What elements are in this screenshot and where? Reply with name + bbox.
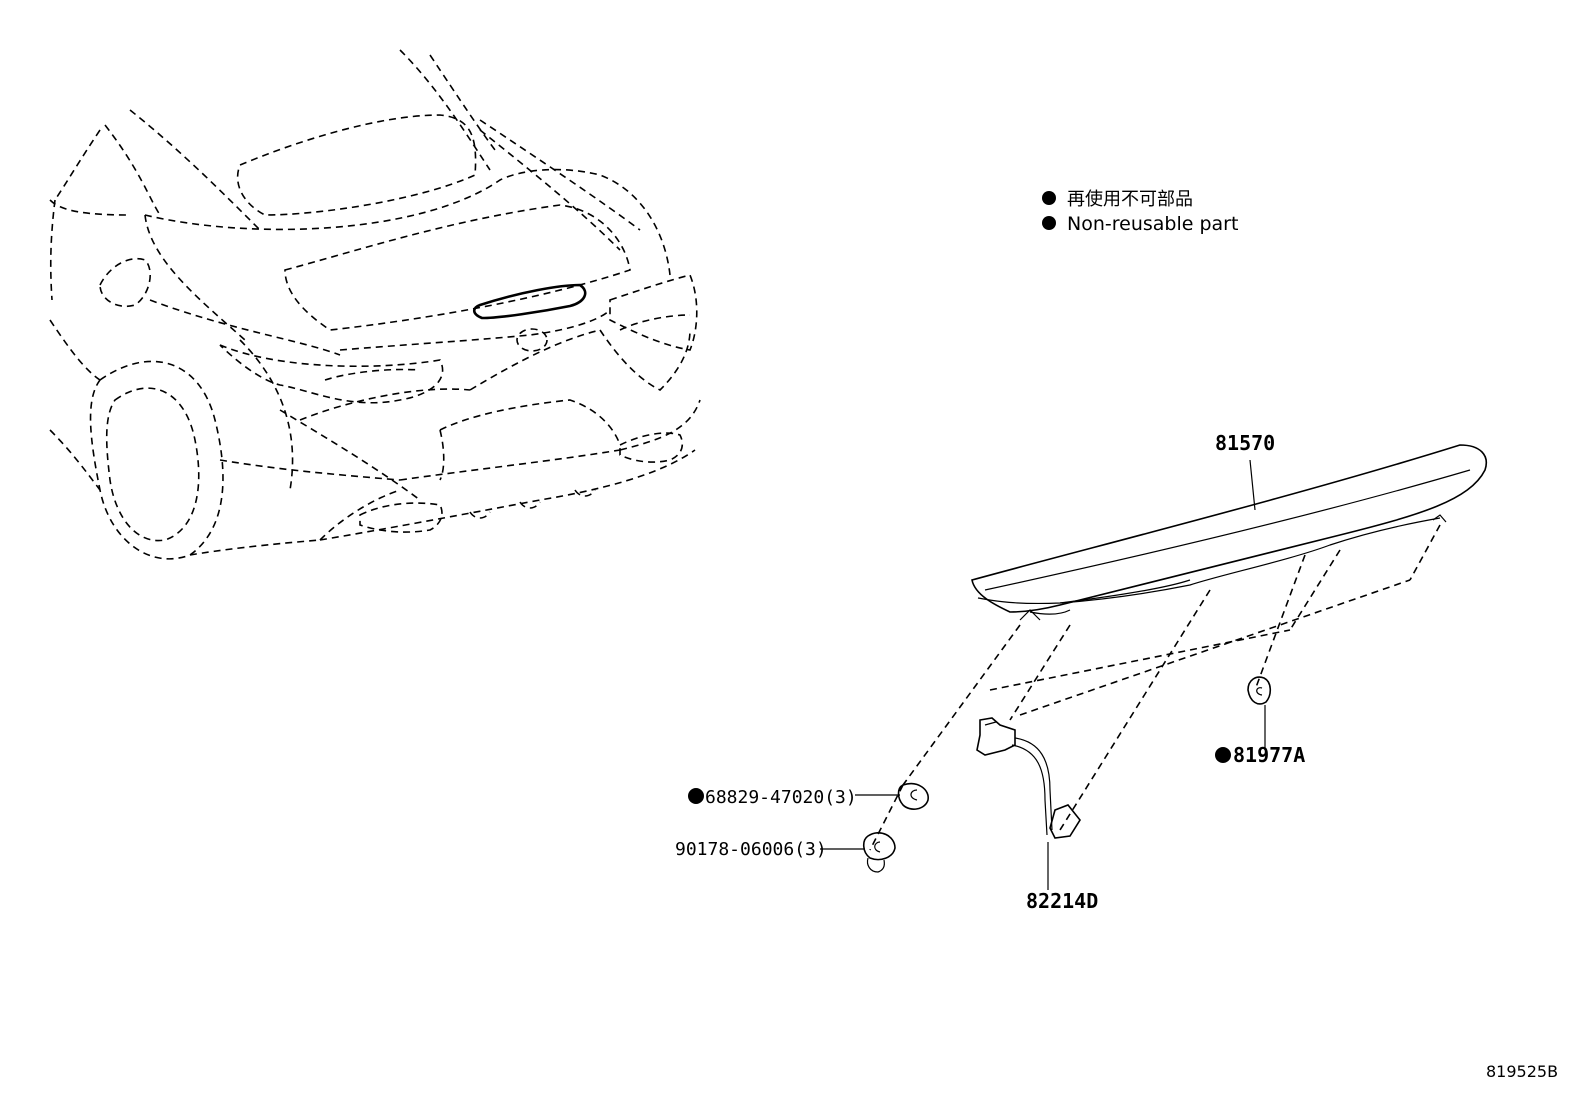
legend-english: Non-reusable part: [1067, 213, 1238, 235]
non-reusable-marker-icon: [1215, 747, 1231, 763]
harness-82214d: 82214D: [976, 717, 1098, 913]
spoiler-assembly: [971, 444, 1487, 621]
clip-81977a: 81977A: [1215, 676, 1305, 767]
legend: 再使用不可部品 Non-reusable part: [1042, 189, 1238, 235]
vehicle-outline: [49, 49, 701, 560]
leader-line: [1249, 459, 1256, 511]
non-reusable-marker-icon: [688, 788, 704, 804]
non-reusable-marker-icon: [1042, 216, 1056, 230]
non-reusable-marker-icon: [1042, 191, 1056, 205]
legend-japanese: 再使用不可部品: [1067, 189, 1193, 210]
mounting-lines: [869, 524, 1441, 851]
part-label-68829: 68829-47020(3): [705, 787, 857, 808]
diagram-id: 819525B: [1486, 1062, 1558, 1081]
part-label-82214d: 82214D: [1026, 889, 1098, 913]
part-label-81570: 81570: [1215, 431, 1275, 455]
part-label-81977a: 81977A: [1233, 743, 1305, 767]
screw-90178: 90178-06006(3): [675, 832, 896, 873]
part-label-90178: 90178-06006(3): [675, 839, 827, 860]
clip-68829: 68829-47020(3): [688, 782, 929, 810]
